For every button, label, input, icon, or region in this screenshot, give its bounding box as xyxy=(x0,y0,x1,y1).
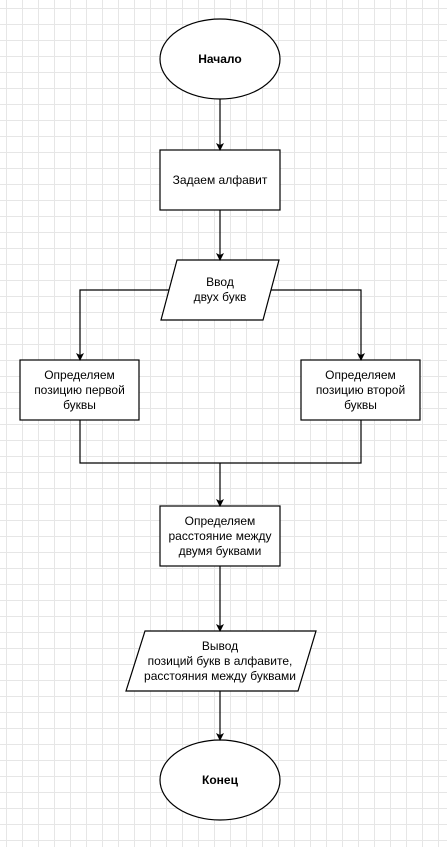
output-parallelogram[interactable] xyxy=(125,630,317,692)
position-second-process[interactable] xyxy=(300,359,421,421)
set-alphabet-process[interactable] xyxy=(159,149,281,211)
connector-input-to-first xyxy=(76,289,169,361)
position-first-label: Определяем позицию первой буквы xyxy=(34,367,125,412)
input-parallelogram[interactable] xyxy=(160,259,280,321)
input-label: Ввод двух букв xyxy=(193,275,247,304)
distance-label: Определяем расстояние между двумя буквам… xyxy=(168,513,272,558)
set-alphabet-label: Задаем алфавит xyxy=(172,172,268,187)
output-label: Вывод позиций букв в алфавите, расстояни… xyxy=(144,638,296,683)
start-label: Начало xyxy=(198,51,242,66)
position-second-label: Определяем позицию второй буквы xyxy=(315,367,406,412)
end-label: Конец xyxy=(202,772,238,787)
connector-second-merge xyxy=(220,420,362,464)
connector-first-merge xyxy=(79,420,220,464)
connector-input-to-second xyxy=(271,289,365,361)
